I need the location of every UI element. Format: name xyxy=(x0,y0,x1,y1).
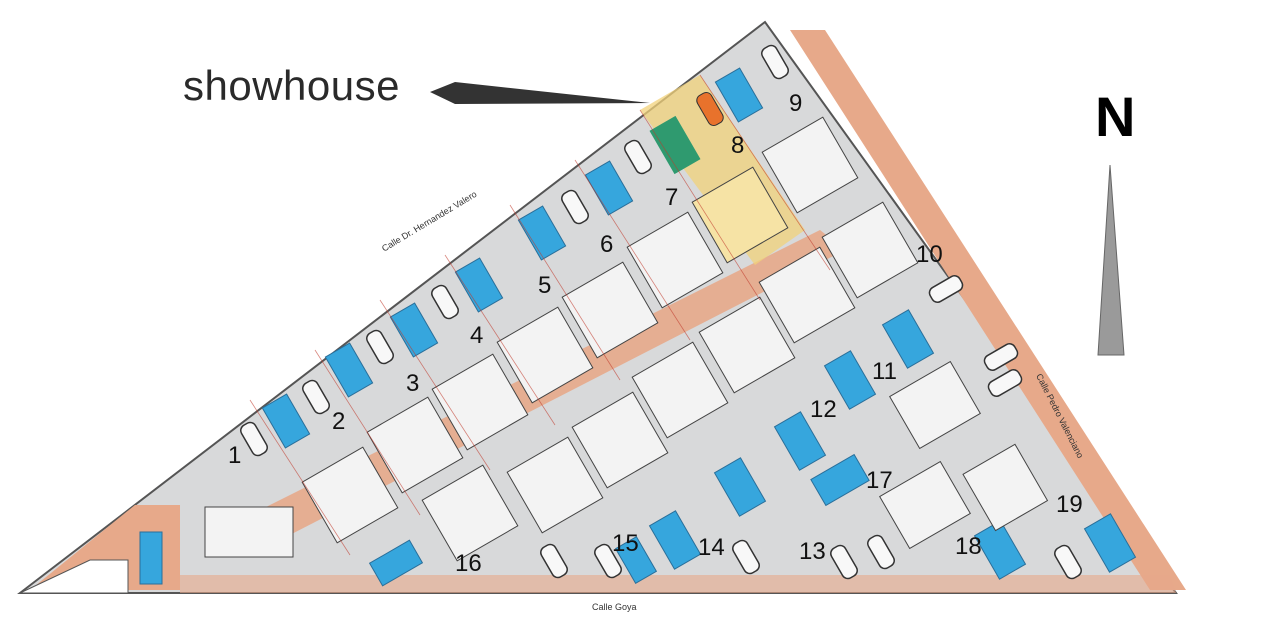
plot-number-11: 11 xyxy=(872,358,897,385)
plot-number-9: 9 xyxy=(789,90,803,117)
street-label-bottom: Calle Goya xyxy=(592,602,637,612)
plot-number-3: 3 xyxy=(406,370,420,397)
plot-number-19: 19 xyxy=(1056,491,1083,518)
pools-inner xyxy=(368,309,1137,587)
plot-number-18: 18 xyxy=(955,533,982,560)
plot-number-1: 1 xyxy=(228,442,242,469)
north-arrow-icon xyxy=(1097,164,1125,356)
showhouse-house xyxy=(691,166,789,264)
plot-number-5: 5 xyxy=(538,272,552,299)
plot-number-7: 7 xyxy=(665,184,679,211)
plot-number-15: 15 xyxy=(612,530,639,557)
plot-number-6: 6 xyxy=(600,231,614,258)
plot-number-12: 12 xyxy=(810,396,837,423)
showhouse-pool xyxy=(649,115,701,175)
showhouse-label: showhouse xyxy=(183,62,400,109)
white-corner xyxy=(19,559,129,594)
plot-number-10: 10 xyxy=(916,241,943,268)
showhouse-pointer-arrow xyxy=(430,82,650,104)
plot-number-2: 2 xyxy=(332,408,346,435)
path-bottom-row xyxy=(180,575,1176,593)
pools-top-row xyxy=(139,67,764,585)
north-label: N xyxy=(1095,85,1136,148)
showhouse-car xyxy=(696,91,724,127)
plot-number-17: 17 xyxy=(866,467,893,494)
path-right-edge xyxy=(790,30,1186,590)
plot-number-4: 4 xyxy=(470,322,484,349)
plot-number-13: 13 xyxy=(799,538,826,565)
houses xyxy=(204,116,1049,562)
plot-number-14: 14 xyxy=(698,534,725,561)
cars xyxy=(240,44,1082,580)
plot-number-8: 8 xyxy=(731,132,745,159)
parcel-lines xyxy=(249,74,831,556)
plot-number-16: 16 xyxy=(455,550,482,577)
